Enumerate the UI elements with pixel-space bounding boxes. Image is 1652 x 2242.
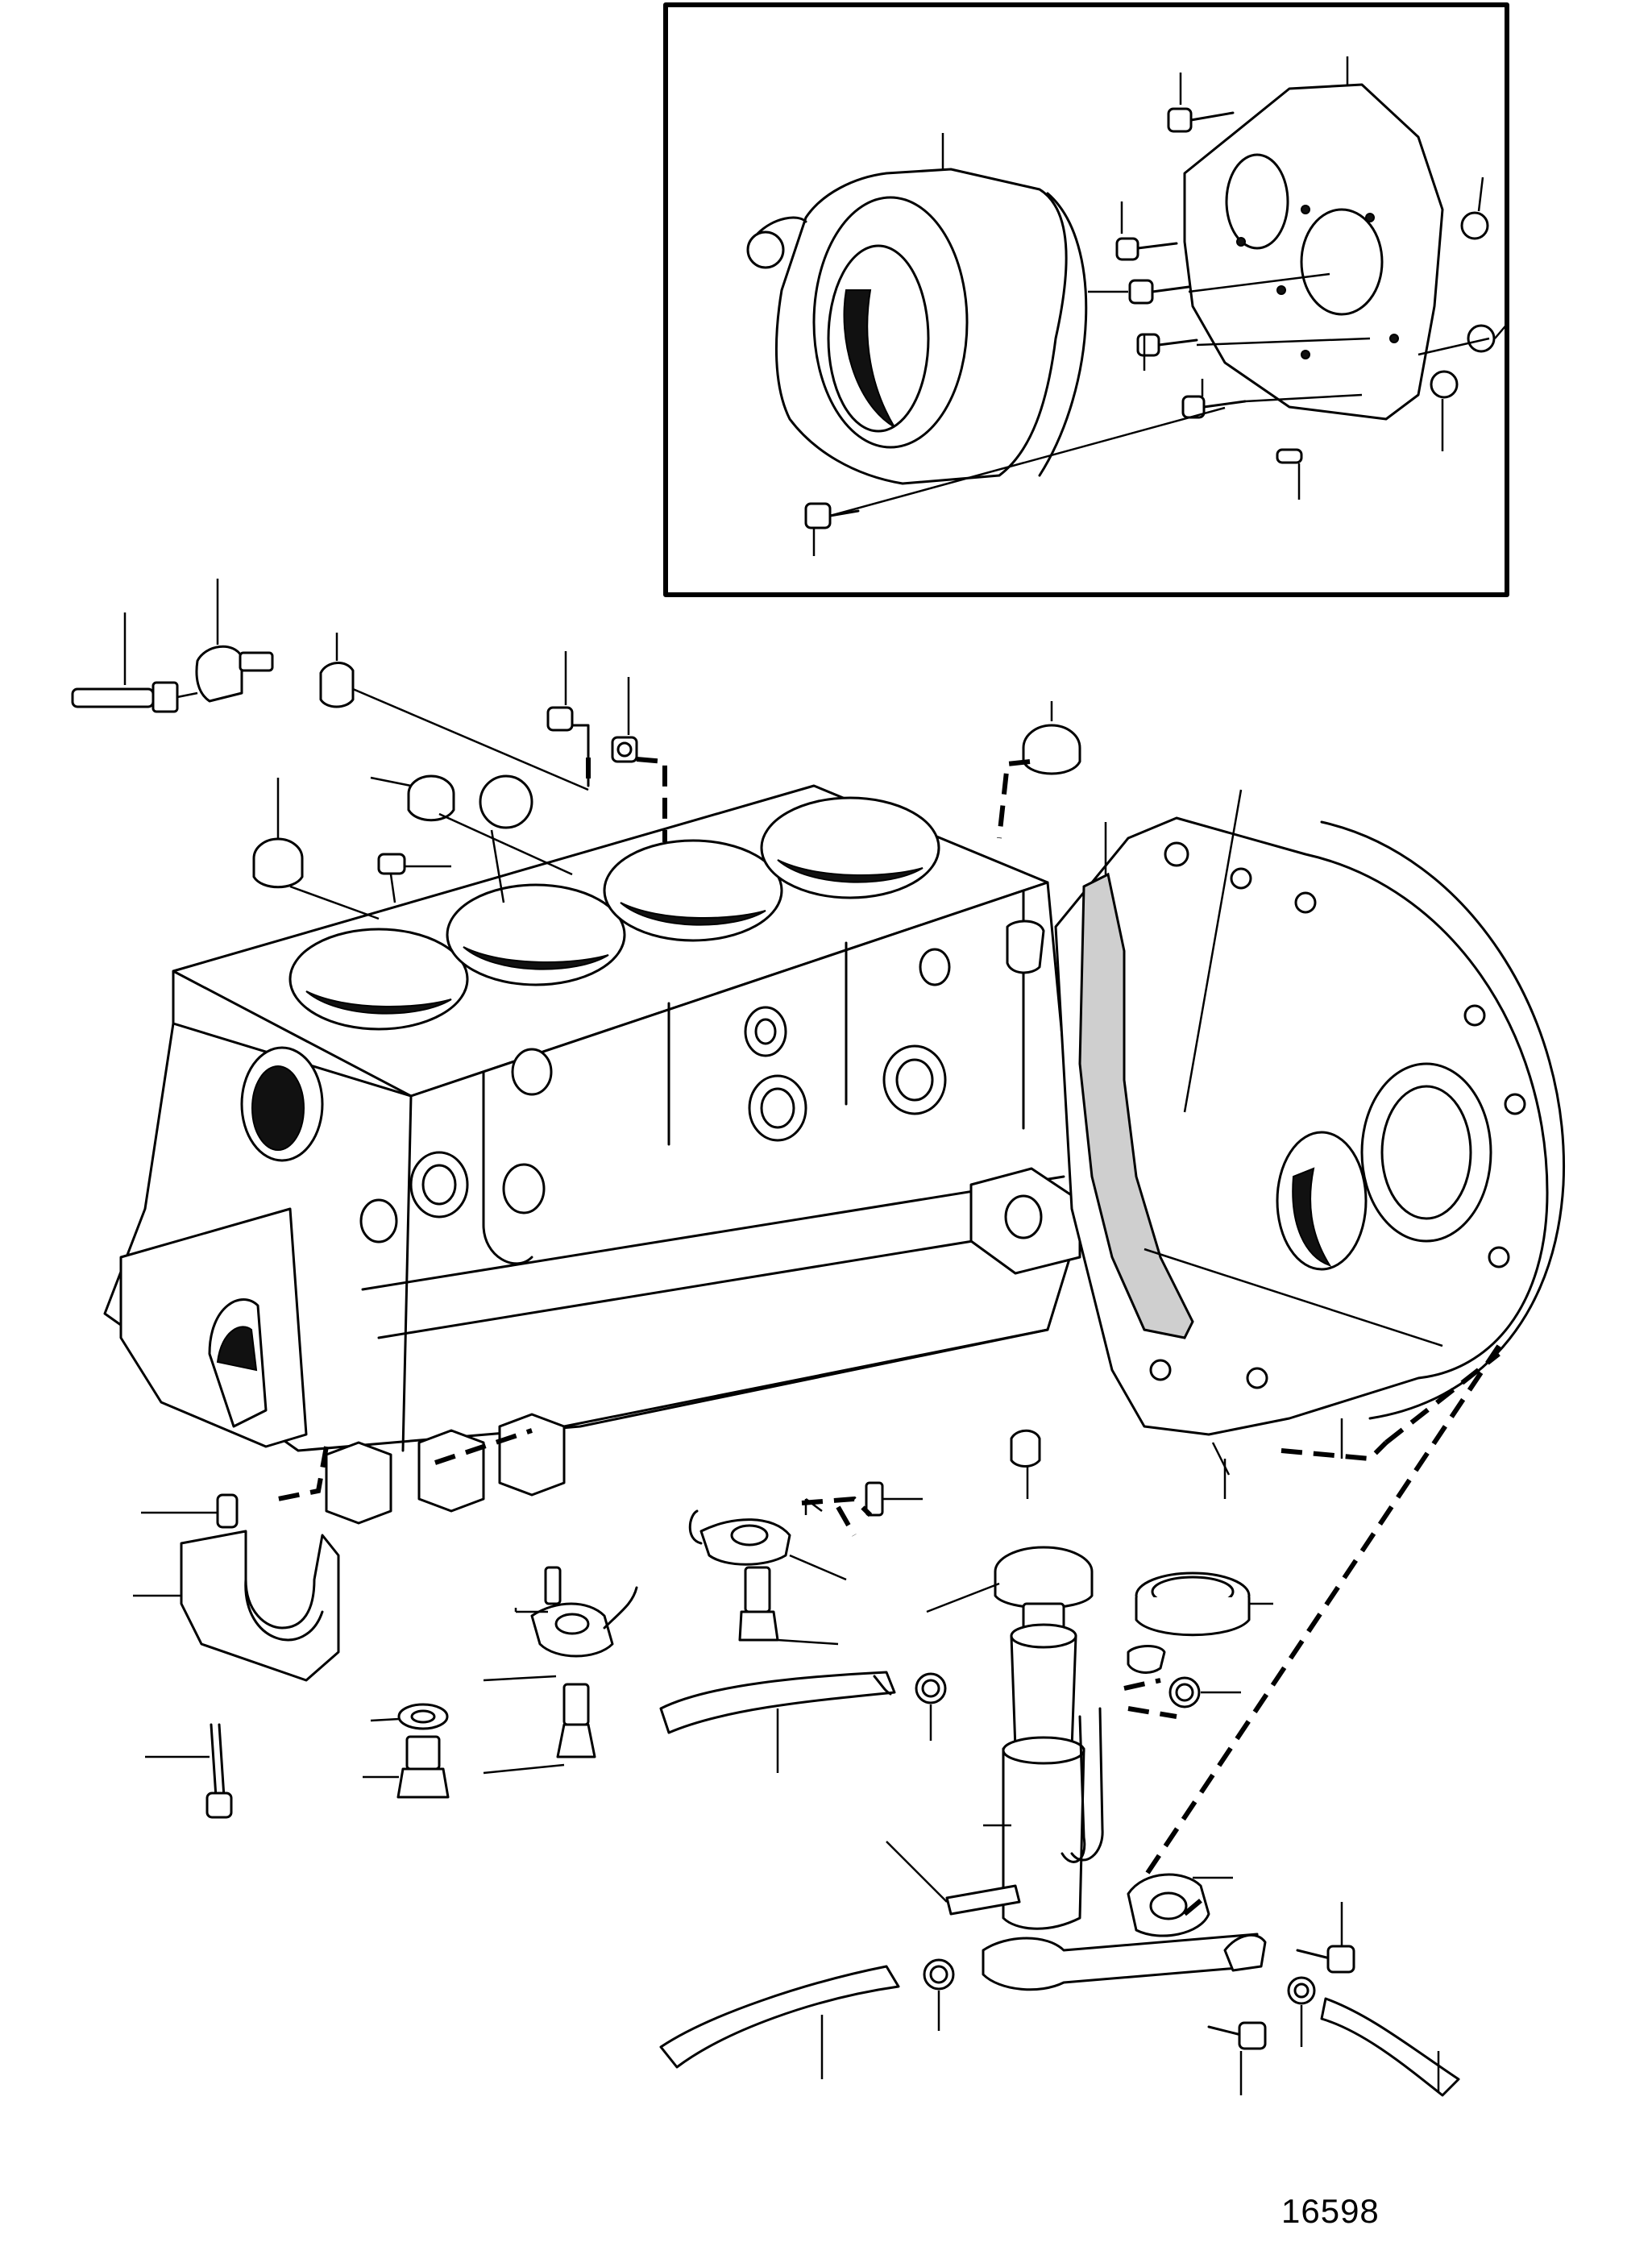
bolt-icon xyxy=(1115,237,1178,261)
flywheel-housing-gasket xyxy=(1078,822,1194,1339)
hose-clamps xyxy=(915,1672,1316,2047)
oil-filler-assembly xyxy=(886,1546,1267,1991)
bolt-icon xyxy=(1128,279,1190,305)
flange-bolts xyxy=(1207,1902,1355,2095)
expansion-plug-icon xyxy=(370,774,455,822)
figure-reference-number: 16598 xyxy=(1281,2192,1380,2230)
cylinder-block xyxy=(103,784,1081,1525)
plug-icon xyxy=(546,651,574,732)
plug-icon xyxy=(611,677,638,763)
bolt-icon xyxy=(1296,1945,1355,1974)
breather-cap xyxy=(1127,1571,1273,1674)
nut-icon xyxy=(1460,211,1489,240)
nut-icon xyxy=(1467,324,1496,353)
flywheel-housing xyxy=(1054,789,1566,1459)
bolt-icon xyxy=(1136,333,1198,357)
assembly-dashed-lines xyxy=(277,1344,1501,1916)
drain-plug xyxy=(363,1703,450,1799)
main-bearing-cap xyxy=(133,1493,340,1819)
bolt-icon xyxy=(205,1723,233,1819)
inset-bolts xyxy=(804,73,1509,556)
breather-hoses xyxy=(659,1671,1460,2097)
bolt-icon xyxy=(1181,395,1247,419)
block-leaders xyxy=(805,1248,1443,1512)
inset-frame xyxy=(663,2,1509,597)
adapter-plate-inset xyxy=(1183,56,1444,421)
plug-icon xyxy=(319,633,355,708)
dowel-icon xyxy=(377,853,451,875)
expansion-plug-icon xyxy=(252,778,304,889)
expansion-plug-icon xyxy=(1022,701,1081,775)
flywheel-housing-inset xyxy=(746,133,1088,485)
bolt-icon xyxy=(1167,107,1235,133)
top-fittings xyxy=(71,579,1081,1499)
dowel-icon xyxy=(1006,920,1045,974)
dowel-pin-icon xyxy=(1276,448,1303,464)
inset-detail-view xyxy=(663,2,1509,597)
bolt-icon xyxy=(1207,2021,1267,2050)
nut-icon xyxy=(1430,370,1459,399)
fitting-icon xyxy=(71,645,274,713)
oil-jet-assembly xyxy=(483,1481,923,1775)
